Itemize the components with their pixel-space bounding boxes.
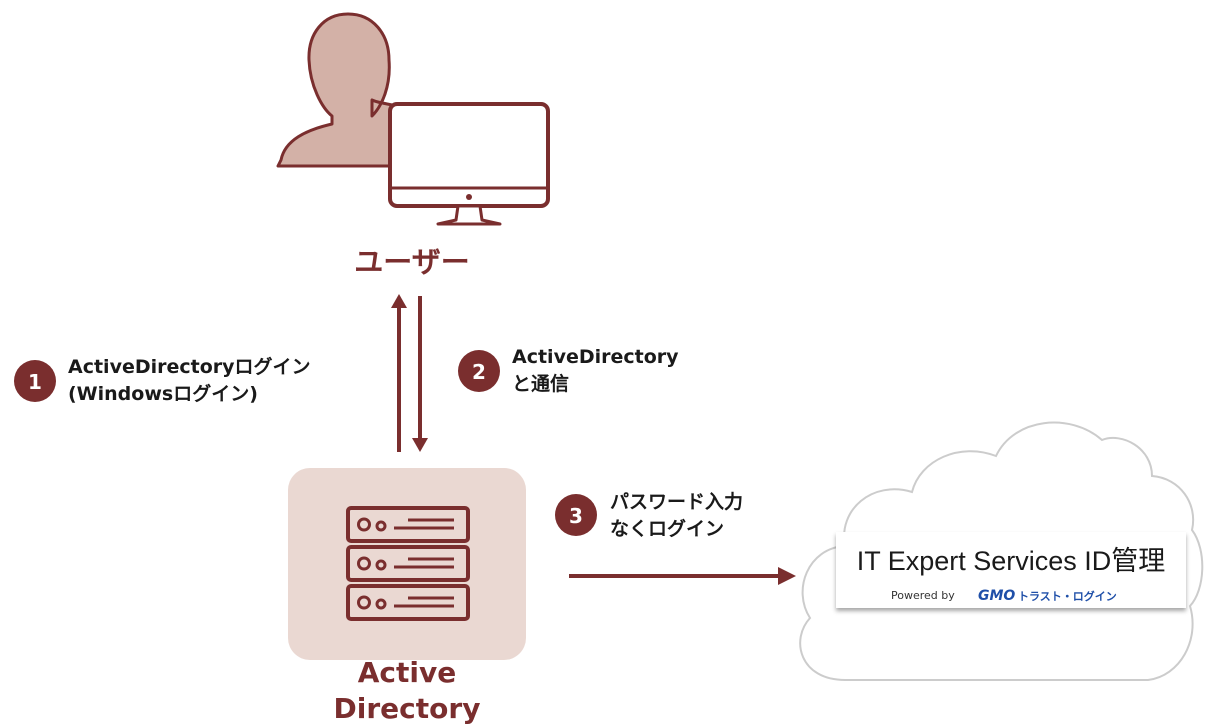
server-unit (346, 545, 470, 582)
arrow-down-head (412, 438, 428, 452)
step-2-number: 2 (472, 360, 486, 384)
step-2-badge (458, 350, 500, 392)
step-1: 1 ActiveDirectoryログイン (Windowsログイン) (14, 355, 311, 405)
gmo-brand-text: GMO (978, 588, 1015, 604)
step-1-number: 1 (28, 370, 42, 394)
user-with-monitor-icon (276, 12, 550, 226)
step-1-badge (14, 360, 56, 402)
service-title: IT Expert Services ID管理 (857, 546, 1166, 576)
step-2-text-line1: ActiveDirectory (512, 346, 679, 368)
step-2: 2 ActiveDirectory と通信 (458, 346, 679, 395)
active-directory-label-line1: Active (358, 656, 457, 689)
trust-login-text: トラスト・ログイン (1018, 589, 1117, 603)
step-2-text-line2: と通信 (512, 372, 569, 395)
step-3: 3 パスワード入力 なくログイン (555, 490, 743, 540)
person-icon (276, 12, 412, 168)
server-unit (346, 584, 470, 621)
arrow-up-head (391, 294, 407, 308)
step-3-text-line2: なくログイン (610, 517, 724, 540)
server-rack-icon (288, 468, 526, 660)
active-directory-label-line2: Directory (334, 692, 481, 725)
step-3-number: 3 (569, 504, 583, 528)
step-1-text-line2: (Windowsログイン) (68, 382, 258, 405)
monitor-icon (388, 102, 550, 226)
powered-by-text: Powered by (891, 589, 955, 602)
server-background (288, 468, 526, 660)
vertical-arrows (391, 294, 428, 452)
step-3-badge (555, 494, 597, 536)
step-1-text-line1: ActiveDirectoryログイン (68, 355, 311, 378)
service-logo-card: IT Expert Services ID管理 Powered by GMO ト… (836, 532, 1186, 608)
server-unit (346, 506, 470, 543)
user-label: ユーザー (354, 245, 469, 279)
arrow-right-step-3 (569, 567, 796, 585)
step-3-text-line1: パスワード入力 (610, 490, 743, 513)
